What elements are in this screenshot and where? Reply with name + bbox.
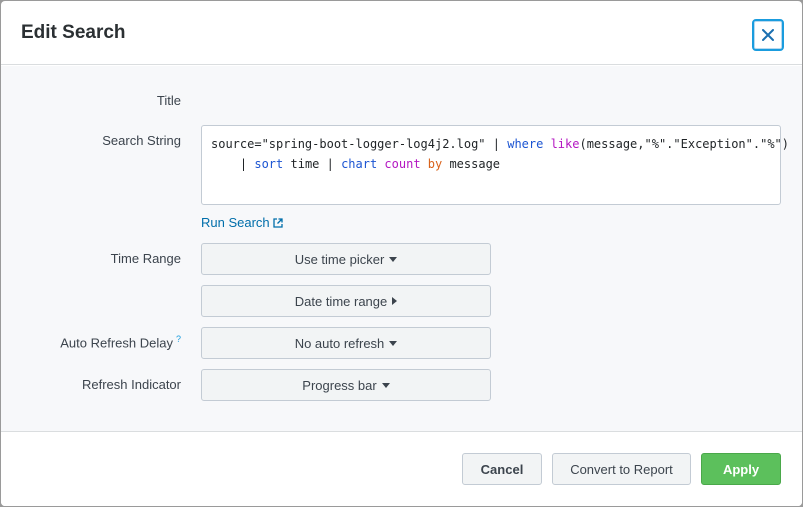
- refresh-indicator-label: Refresh Indicator: [82, 377, 181, 392]
- apply-button[interactable]: Apply: [701, 453, 781, 485]
- keyword-chart: chart: [341, 157, 378, 171]
- query-text: source="spring-boot-logger-log4j2.log" |: [211, 137, 508, 151]
- date-time-range-button[interactable]: Date time range: [201, 285, 491, 317]
- time-range-label: Time Range: [110, 251, 181, 266]
- refresh-indicator-dropdown[interactable]: Progress bar: [201, 369, 491, 401]
- caret-right-icon: [392, 297, 398, 305]
- auto-refresh-value: No auto refresh: [294, 335, 385, 351]
- date-time-range-value: Date time range: [294, 293, 388, 309]
- search-string-editor[interactable]: source="spring-boot-logger-log4j2.log" |…: [201, 125, 789, 205]
- run-search-link[interactable]: Run Search: [201, 215, 283, 230]
- keyword-by: by: [427, 157, 443, 171]
- keyword-like: like: [550, 137, 580, 151]
- refresh-indicator-value: Progress bar: [302, 377, 377, 393]
- keyword-count: count: [384, 157, 421, 171]
- caret-down-icon: [381, 382, 390, 388]
- run-search-label: Run Search: [201, 215, 270, 230]
- search-string-label: Search String: [102, 133, 181, 148]
- query-text: (message,"%"."Exception"."%"): [579, 137, 789, 151]
- query-text: message: [442, 157, 501, 171]
- caret-down-icon: [389, 340, 398, 346]
- query-text: [421, 157, 428, 171]
- keyword-where: where: [507, 137, 544, 151]
- dialog-header: Edit Search: [1, 1, 802, 65]
- time-picker-dropdown[interactable]: Use time picker: [201, 243, 491, 275]
- cancel-button[interactable]: Cancel: [462, 453, 542, 485]
- time-picker-value: Use time picker: [294, 251, 385, 267]
- help-icon[interactable]: ?: [175, 334, 181, 344]
- title-label: Title: [156, 93, 181, 108]
- dialog-title: Edit Search: [21, 22, 126, 43]
- keyword-sort: sort: [254, 157, 284, 171]
- query-text: |: [211, 157, 255, 171]
- query-text: [543, 137, 550, 151]
- dialog-body: Title Search String source="spring-boot-…: [1, 66, 802, 431]
- convert-to-report-button[interactable]: Convert to Report: [552, 453, 691, 485]
- auto-refresh-dropdown[interactable]: No auto refresh: [201, 327, 491, 359]
- auto-refresh-label-text: Auto Refresh Delay: [60, 335, 173, 351]
- close-button[interactable]: [752, 19, 784, 51]
- query-text: time |: [283, 157, 342, 171]
- external-link-icon: [273, 217, 283, 228]
- close-icon: [762, 29, 774, 41]
- auto-refresh-label: Auto Refresh Delay?: [1, 334, 181, 350]
- dialog-footer: Cancel Convert to Report Apply: [1, 431, 802, 506]
- caret-down-icon: [389, 256, 398, 262]
